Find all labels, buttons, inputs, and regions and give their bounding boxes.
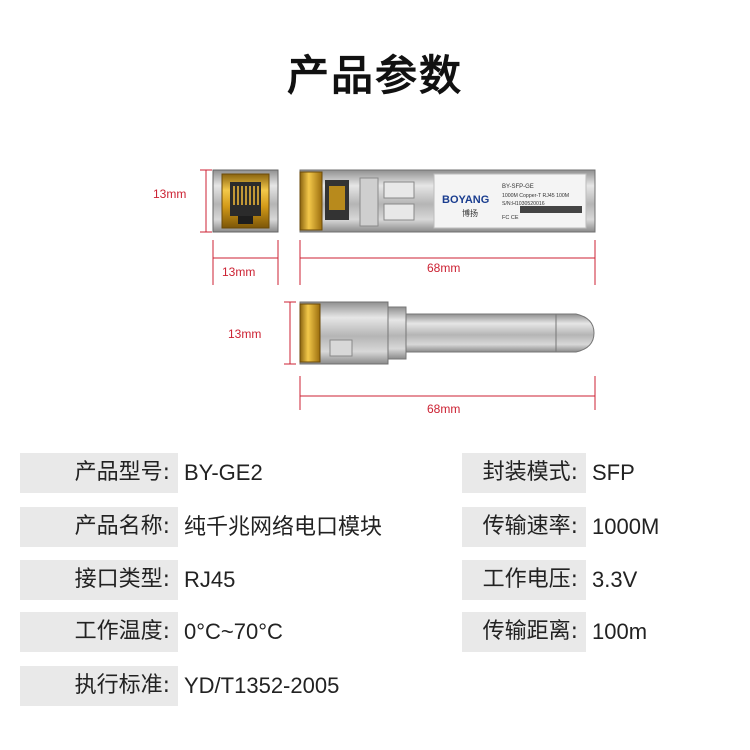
spec-value: 0°C~70°C xyxy=(184,619,283,644)
spec-key: 执行标准: xyxy=(20,666,178,706)
spec-value: 纯千兆网络电口模块 xyxy=(184,514,383,539)
spec-value: BY-GE2 xyxy=(184,460,263,485)
dim-bottom-height: 13mm xyxy=(228,327,261,341)
spec-key: 产品名称: xyxy=(20,507,178,547)
spec-key: 工作温度: xyxy=(20,612,178,652)
front-view xyxy=(212,169,279,233)
spec-value: YD/T1352-2005 xyxy=(184,673,340,698)
product-drawing: BOYANG 博扬 BY-SFP-GE 1000M Copper-T RJ45 … xyxy=(153,169,596,416)
dimension-lines xyxy=(200,169,596,410)
dim-bottom-length: 68mm xyxy=(427,402,460,416)
side-view xyxy=(299,169,596,233)
spec-value: 3.3V xyxy=(592,567,638,592)
spec-key: 接口类型: xyxy=(20,560,178,600)
label-model: BY-SFP-GE xyxy=(502,184,534,190)
dim-front-height: 13mm xyxy=(153,187,186,201)
spec-key: 传输速率: xyxy=(462,507,586,547)
page-title: 产品参数 xyxy=(286,51,463,100)
label-marks: FC CE xyxy=(502,215,519,221)
label-brand-cn: 博扬 xyxy=(462,208,478,218)
spec-key: 工作电压: xyxy=(462,560,586,600)
spec-value: RJ45 xyxy=(184,567,236,592)
spec-value: SFP xyxy=(592,460,635,485)
spec-key: 产品型号: xyxy=(20,453,178,493)
dim-side-length: 68mm xyxy=(427,261,460,275)
label-line1: 1000M Copper-T RJ45 100M xyxy=(502,193,569,199)
label-serial: S/N:H1030520016 xyxy=(502,201,545,207)
spec-value: 1000M xyxy=(592,514,660,539)
spec-key: 传输距离: xyxy=(462,612,586,652)
bottom-view xyxy=(299,301,595,365)
spec-key: 封装模式: xyxy=(462,453,586,493)
spec-value: 100m xyxy=(592,619,648,644)
dim-front-width: 13mm xyxy=(222,265,255,279)
label-brand: BOYANG xyxy=(442,194,489,206)
